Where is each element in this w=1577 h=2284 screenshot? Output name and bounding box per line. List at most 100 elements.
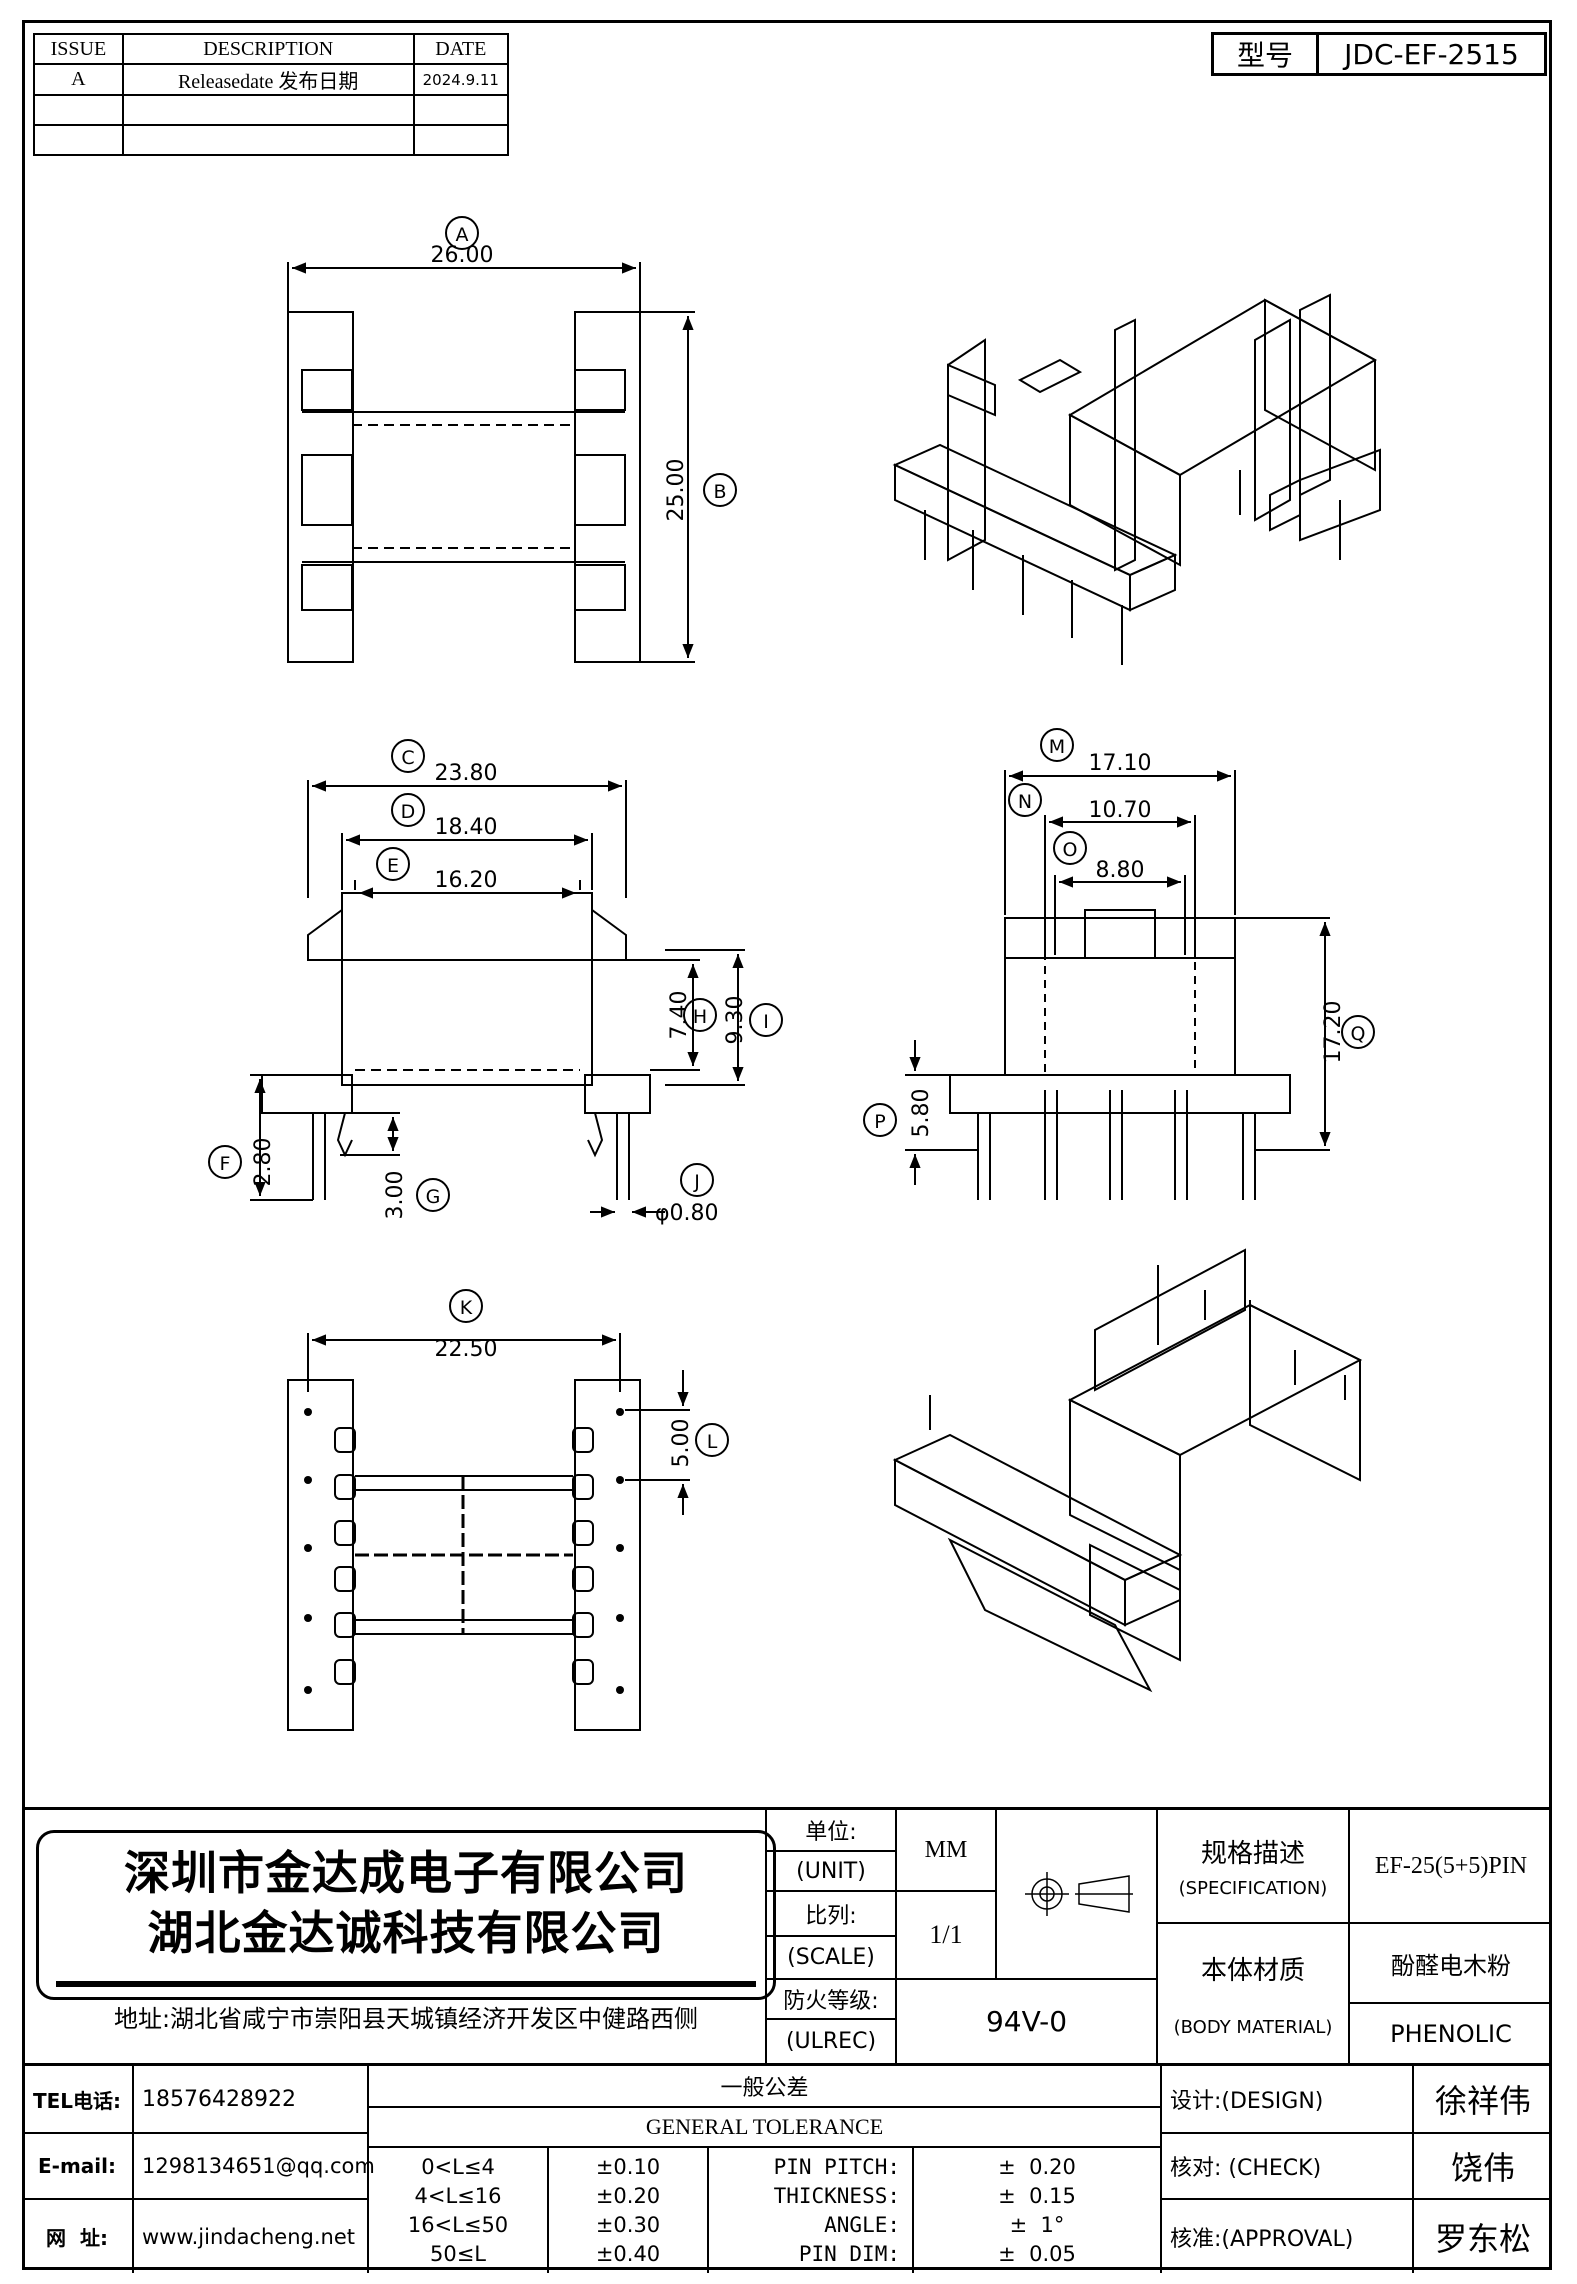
- dim-m: 17.10: [1089, 751, 1152, 776]
- tolerance-item: PIN DIM:: [798, 2241, 900, 2266]
- tolerance-item-values: ± 0.20 ± 0.15 ± 1° ± 0.05: [912, 2146, 1160, 2273]
- tolerance-values: ±0.10 ±0.20 ±0.30 ±0.40: [547, 2146, 707, 2273]
- drawing-frame: [22, 20, 1552, 2270]
- tolerance-item-value: ± 1°: [1009, 2212, 1065, 2237]
- spec-value: EF-25(5+5)PIN: [1348, 1810, 1552, 1922]
- material-label-cell: 本体材质 (BODY MATERIAL): [1156, 1922, 1348, 2063]
- isometric-view-top: [892, 293, 1381, 665]
- company-name-2: 湖北金达诚科技有限公司: [147, 1906, 665, 1960]
- svg-text:D: D: [401, 801, 416, 823]
- svg-text:J: J: [693, 1171, 700, 1193]
- issue-cell: [33, 94, 124, 126]
- date-cell: 2024.9.11: [412, 63, 510, 96]
- model-number-box: 型号 JDC-EF-2515: [1211, 32, 1547, 76]
- date-header: DATE: [412, 33, 510, 65]
- dim-n: 10.70: [1089, 798, 1152, 823]
- scale-label-en: (SCALE): [765, 1935, 895, 1978]
- tolerance-item-value: ± 0.20: [998, 2154, 1076, 2179]
- spec-label-cell: 规格描述 (SPECIFICATION): [1156, 1810, 1348, 1922]
- title-block: 深圳市金达成电子有限公司 湖北金达诚科技有限公司 地址:湖北省咸宁市崇阳县天城镇…: [22, 1807, 1552, 2273]
- tolerance-value: ±0.40: [595, 2241, 661, 2266]
- svg-text:O: O: [1063, 839, 1078, 861]
- issue-cell: A: [33, 63, 124, 96]
- svg-text:K: K: [460, 1297, 473, 1319]
- issue-header: ISSUE: [33, 33, 124, 65]
- svg-text:Q: Q: [1351, 1023, 1366, 1045]
- description-cell: Releasedate 发布日期: [121, 63, 415, 96]
- technical-drawing: A B C D E H I F G J K L M N O Q P 26.00 …: [208, 216, 1381, 1731]
- spec-label-en: (SPECIFICATION): [1178, 1878, 1328, 1899]
- dim-b: 25.00: [664, 459, 689, 522]
- dim-k: 22.50: [435, 1337, 498, 1362]
- front-view: [208, 739, 783, 1218]
- date-cell: [412, 124, 510, 156]
- dim-g: 3.00: [383, 1171, 408, 1220]
- check-value: 饶伟: [1412, 2132, 1552, 2198]
- design-value: 徐祥伟: [1412, 2066, 1552, 2132]
- tolerance-value: ±0.30: [595, 2212, 661, 2237]
- dim-j: φ0.80: [655, 1201, 719, 1226]
- company-address: 地址:湖北省咸宁市崇阳县天城镇经济开发区中健路西侧: [113, 2005, 699, 2033]
- dim-a: 26.00: [431, 243, 494, 268]
- tolerance-items: PIN PITCH: THICKNESS: ANGLE: PIN DIM:: [707, 2146, 912, 2273]
- material-label: 本体材质: [1200, 1955, 1305, 1986]
- tolerance-range: 16<L≤50: [407, 2212, 509, 2237]
- model-label: 型号: [1214, 35, 1319, 73]
- svg-text:G: G: [426, 1186, 441, 1208]
- scale-label: 比列:: [765, 1890, 895, 1935]
- bottom-view: [287, 1289, 729, 1731]
- svg-text:N: N: [1018, 791, 1032, 813]
- unit-value: MM: [895, 1810, 995, 1890]
- scale-value: 1/1: [895, 1890, 995, 1978]
- svg-text:I: I: [763, 1011, 769, 1033]
- svg-text:M: M: [1049, 736, 1065, 758]
- ulrec-value: 94V-0: [895, 1978, 1156, 2063]
- ulrec-label: 防火等级:: [765, 1978, 895, 2018]
- model-value: JDC-EF-2515: [1344, 37, 1519, 71]
- description-cell: [121, 124, 415, 156]
- material-value-cn: 酚醛电木粉: [1348, 1922, 1552, 2002]
- approval-value: 罗东松: [1412, 2198, 1552, 2273]
- tolerance-title-cn: 一般公差: [367, 2066, 1160, 2106]
- unit-label: 单位:: [765, 1810, 895, 1850]
- revision-table: ISSUE DESCRIPTION DATE A Releasedate 发布日…: [33, 33, 510, 156]
- company-box: 深圳市金达成电子有限公司 湖北金达诚科技有限公司 地址:湖北省咸宁市崇阳县天城镇…: [36, 1830, 776, 2033]
- company-name-1: 深圳市金达成电子有限公司: [124, 1846, 688, 1900]
- pin-markers: [304, 1408, 624, 1694]
- projection-symbol-icon: [1024, 1872, 1133, 1916]
- design-label: 设计:(DESIGN): [1160, 2066, 1412, 2132]
- description-header: DESCRIPTION: [121, 33, 415, 65]
- email-value: 1298134651@qq.com: [132, 2132, 375, 2198]
- spec-label: 规格描述: [1200, 1839, 1305, 1869]
- top-view: [287, 216, 737, 663]
- dim-i: 9.30: [723, 996, 748, 1045]
- email-label: E-mail:: [22, 2132, 132, 2198]
- unit-label-en: (UNIT): [765, 1850, 895, 1890]
- tolerance-range: 4<L≤16: [414, 2183, 502, 2208]
- dim-q: 17.20: [1321, 1001, 1346, 1064]
- issue-cell: [33, 124, 124, 156]
- web-value: www.jindacheng.net: [132, 2198, 367, 2273]
- tel-label: TEL电话:: [32, 2088, 122, 2113]
- dim-e: 16.20: [435, 868, 498, 893]
- svg-text:H: H: [693, 1006, 707, 1028]
- tolerance-item-value: ± 0.05: [998, 2241, 1076, 2266]
- svg-text:F: F: [220, 1153, 231, 1175]
- tolerance-item: ANGLE:: [824, 2212, 900, 2237]
- description-cell: [121, 94, 415, 126]
- approval-label: 核准:(APPROVAL): [1160, 2198, 1412, 2273]
- tolerance-item-value: ± 0.15: [998, 2183, 1076, 2208]
- material-value-en: PHENOLIC: [1348, 2002, 1552, 2063]
- projection-symbol: [995, 1810, 1156, 1978]
- dim-l: 5.00: [669, 1419, 694, 1468]
- svg-text:A: A: [456, 224, 469, 246]
- web-label: 网 址:: [22, 2198, 132, 2273]
- tolerance-range: 0<L≤4: [421, 2154, 495, 2179]
- isometric-view-bottom: [892, 1248, 1363, 1693]
- dim-c: 23.80: [435, 761, 498, 786]
- tolerance-value: ±0.20: [595, 2183, 661, 2208]
- side-view: [863, 728, 1375, 1200]
- tolerance-range: 50≤L: [429, 2241, 487, 2266]
- tolerance-title-en: GENERAL TOLERANCE: [367, 2106, 1160, 2146]
- dim-p: 5.80: [909, 1089, 934, 1138]
